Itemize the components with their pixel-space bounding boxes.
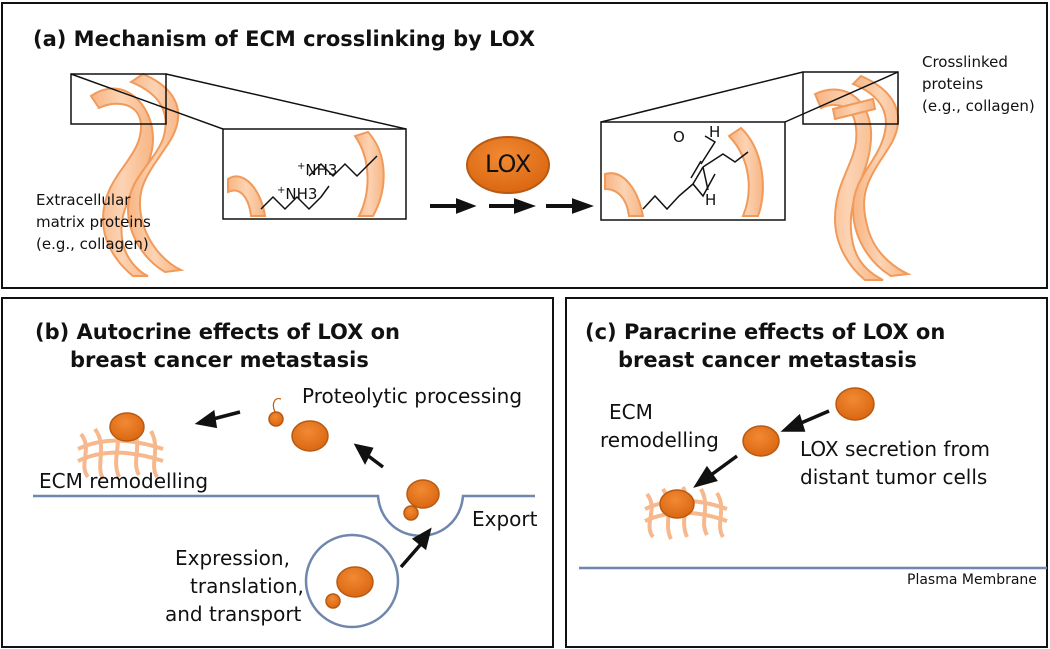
cell-membrane xyxy=(33,494,535,537)
left-collagen-helix xyxy=(89,72,185,277)
panel-b-autocrine: (b) Autocrine effects of LOX on breast c… xyxy=(1,297,554,648)
panel-c-paracrine: (c) Paracrine effects of LOX on breast c… xyxy=(565,297,1048,648)
alkene-hydrogen-label: H xyxy=(705,191,717,209)
ecm-bound-lox xyxy=(109,412,145,442)
lox-enzyme xyxy=(466,136,550,194)
amine-text-1: NH3 xyxy=(305,161,338,179)
pro-lox-in-vesicle xyxy=(336,566,374,598)
amine-label-2: +NH3 xyxy=(277,185,318,203)
paracrine-arrows xyxy=(693,409,830,488)
panel-a-mechanism: (a) Mechanism of ECM crosslinking by LOX xyxy=(1,2,1048,289)
export-label: Export xyxy=(472,507,538,531)
secretion-label-line2: distant tumor cells xyxy=(800,465,988,489)
panel-b-title-line1: (b) Autocrine effects of LOX on xyxy=(35,320,400,344)
panel-a-illustration xyxy=(70,71,912,281)
proteolytic-label: Proteolytic processing xyxy=(302,384,523,408)
left-zoom-box xyxy=(70,73,167,125)
autocrine-arrows xyxy=(194,409,432,569)
mature-lox xyxy=(291,420,329,452)
ecm-protein-label-line2: matrix proteins xyxy=(36,213,151,231)
panel-b-illustration xyxy=(33,398,535,629)
ecm-label-line2: remodelling xyxy=(600,428,719,452)
pro-lox-export xyxy=(406,479,440,509)
panel-c-illustration xyxy=(579,387,1047,570)
ecm-protein-label-line1: Extracellular xyxy=(36,191,131,209)
ecm-remodelling-label: ECM remodelling xyxy=(39,469,209,493)
secretion-label-line1: LOX secretion from xyxy=(800,437,990,461)
expression-label-line2: translation, xyxy=(190,574,304,598)
ecm-protein-label-line3: (e.g., collagen) xyxy=(36,235,149,253)
ecm-bound-lox-c xyxy=(659,489,695,519)
secreted-lox-distant xyxy=(835,387,875,421)
panel-a-title: (a) Mechanism of ECM crosslinking by LOX xyxy=(33,27,536,51)
reaction-arrows xyxy=(430,198,594,214)
expression-label-line1: Expression, xyxy=(175,546,290,570)
ecm-label-line1: ECM xyxy=(609,400,653,424)
panel-c-title-line1: (c) Paracrine effects of LOX on xyxy=(585,320,946,344)
transport-vesicle xyxy=(304,533,400,629)
crosslinked-label-line2: proteins xyxy=(922,75,984,93)
amine-label-1: +NH3 xyxy=(297,161,338,179)
plasma-membrane-label: Plasma Membrane xyxy=(907,572,1037,588)
right-zoom-box xyxy=(802,71,899,125)
lox-label: LOX xyxy=(485,150,532,178)
secreted-lox-near xyxy=(742,425,780,457)
propeptide xyxy=(268,411,284,427)
expression-label-line3: and transport xyxy=(165,602,302,626)
aldehyde-oxygen-label: O xyxy=(673,128,685,146)
crosslinked-label-line3: (e.g., collagen) xyxy=(922,97,1035,115)
right-collagen-helix xyxy=(813,74,912,281)
crosslinked-label-line1: Crosslinked xyxy=(922,53,1008,71)
panel-c-title-line2: breast cancer metastasis xyxy=(618,348,917,372)
panel-b-title-line2: breast cancer metastasis xyxy=(70,348,369,372)
amine-text-2: NH3 xyxy=(285,185,318,203)
aldehyde-hydrogen-label: H xyxy=(709,123,721,141)
